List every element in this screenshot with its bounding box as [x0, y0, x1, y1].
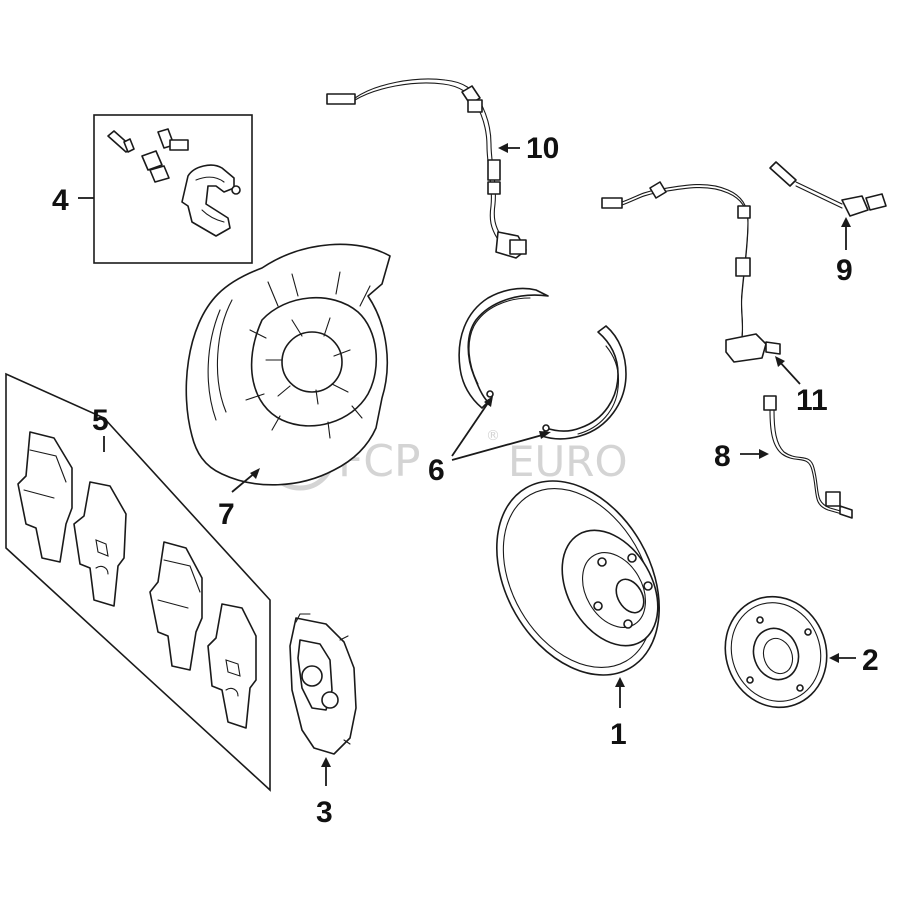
watermark-suffix: EURO	[508, 437, 628, 486]
watermark: FCP ® EURO	[264, 419, 628, 491]
callout-1: 1	[610, 718, 627, 751]
brake-caliper	[289, 613, 357, 755]
watermark-registered: ®	[486, 428, 500, 444]
abs-wheel-speed-sensor	[601, 181, 781, 363]
brake-dust-shield	[185, 243, 391, 486]
caliper-bracket-kit	[93, 114, 253, 264]
callout-2: 2	[862, 644, 879, 677]
wheel-hub-disc	[724, 595, 828, 709]
callout-7: 7	[218, 498, 235, 531]
kit-frame-4	[93, 114, 253, 264]
brake-pad-set	[5, 372, 271, 792]
brake-pad-wear-sensor-front	[326, 78, 527, 259]
kit-frame-5	[5, 372, 271, 792]
callout-numbers: 4 5 10 7 6 9 11 8 1 2 3	[52, 132, 879, 829]
wheel-speed-sensor-cable	[763, 395, 853, 519]
callout-3: 3	[316, 796, 333, 829]
callout-11: 11	[796, 384, 828, 417]
callout-5: 5	[92, 404, 109, 437]
callout-10: 10	[526, 132, 559, 165]
leader-lines	[78, 143, 856, 786]
brake-pad-wear-sensor-rear	[769, 161, 887, 217]
brake-rotor	[496, 480, 660, 676]
callout-9: 9	[836, 254, 853, 287]
callout-8: 8	[714, 440, 731, 473]
callout-4: 4	[52, 184, 69, 217]
parking-brake-shoes	[458, 287, 627, 440]
callout-6: 6	[428, 454, 445, 487]
